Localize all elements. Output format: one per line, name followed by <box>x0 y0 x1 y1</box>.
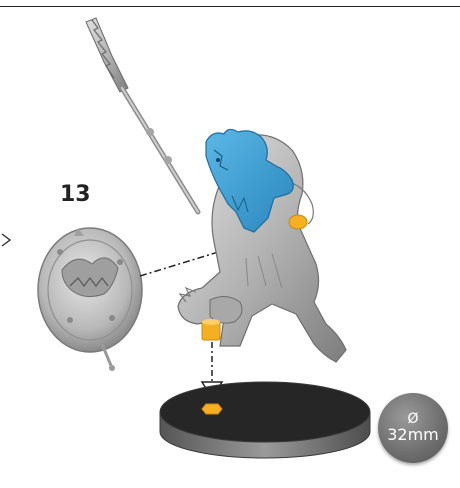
step-number: 13 <box>60 182 91 207</box>
left-arrow-fragment <box>2 234 10 246</box>
round-base <box>160 382 370 458</box>
base-size-label: 32mm <box>387 427 439 444</box>
shield-part <box>38 228 142 371</box>
foot-peg <box>202 319 220 340</box>
spear <box>86 18 198 212</box>
hand-glue-point <box>289 215 307 229</box>
base-size-badge: Ø 32mm <box>378 393 448 463</box>
